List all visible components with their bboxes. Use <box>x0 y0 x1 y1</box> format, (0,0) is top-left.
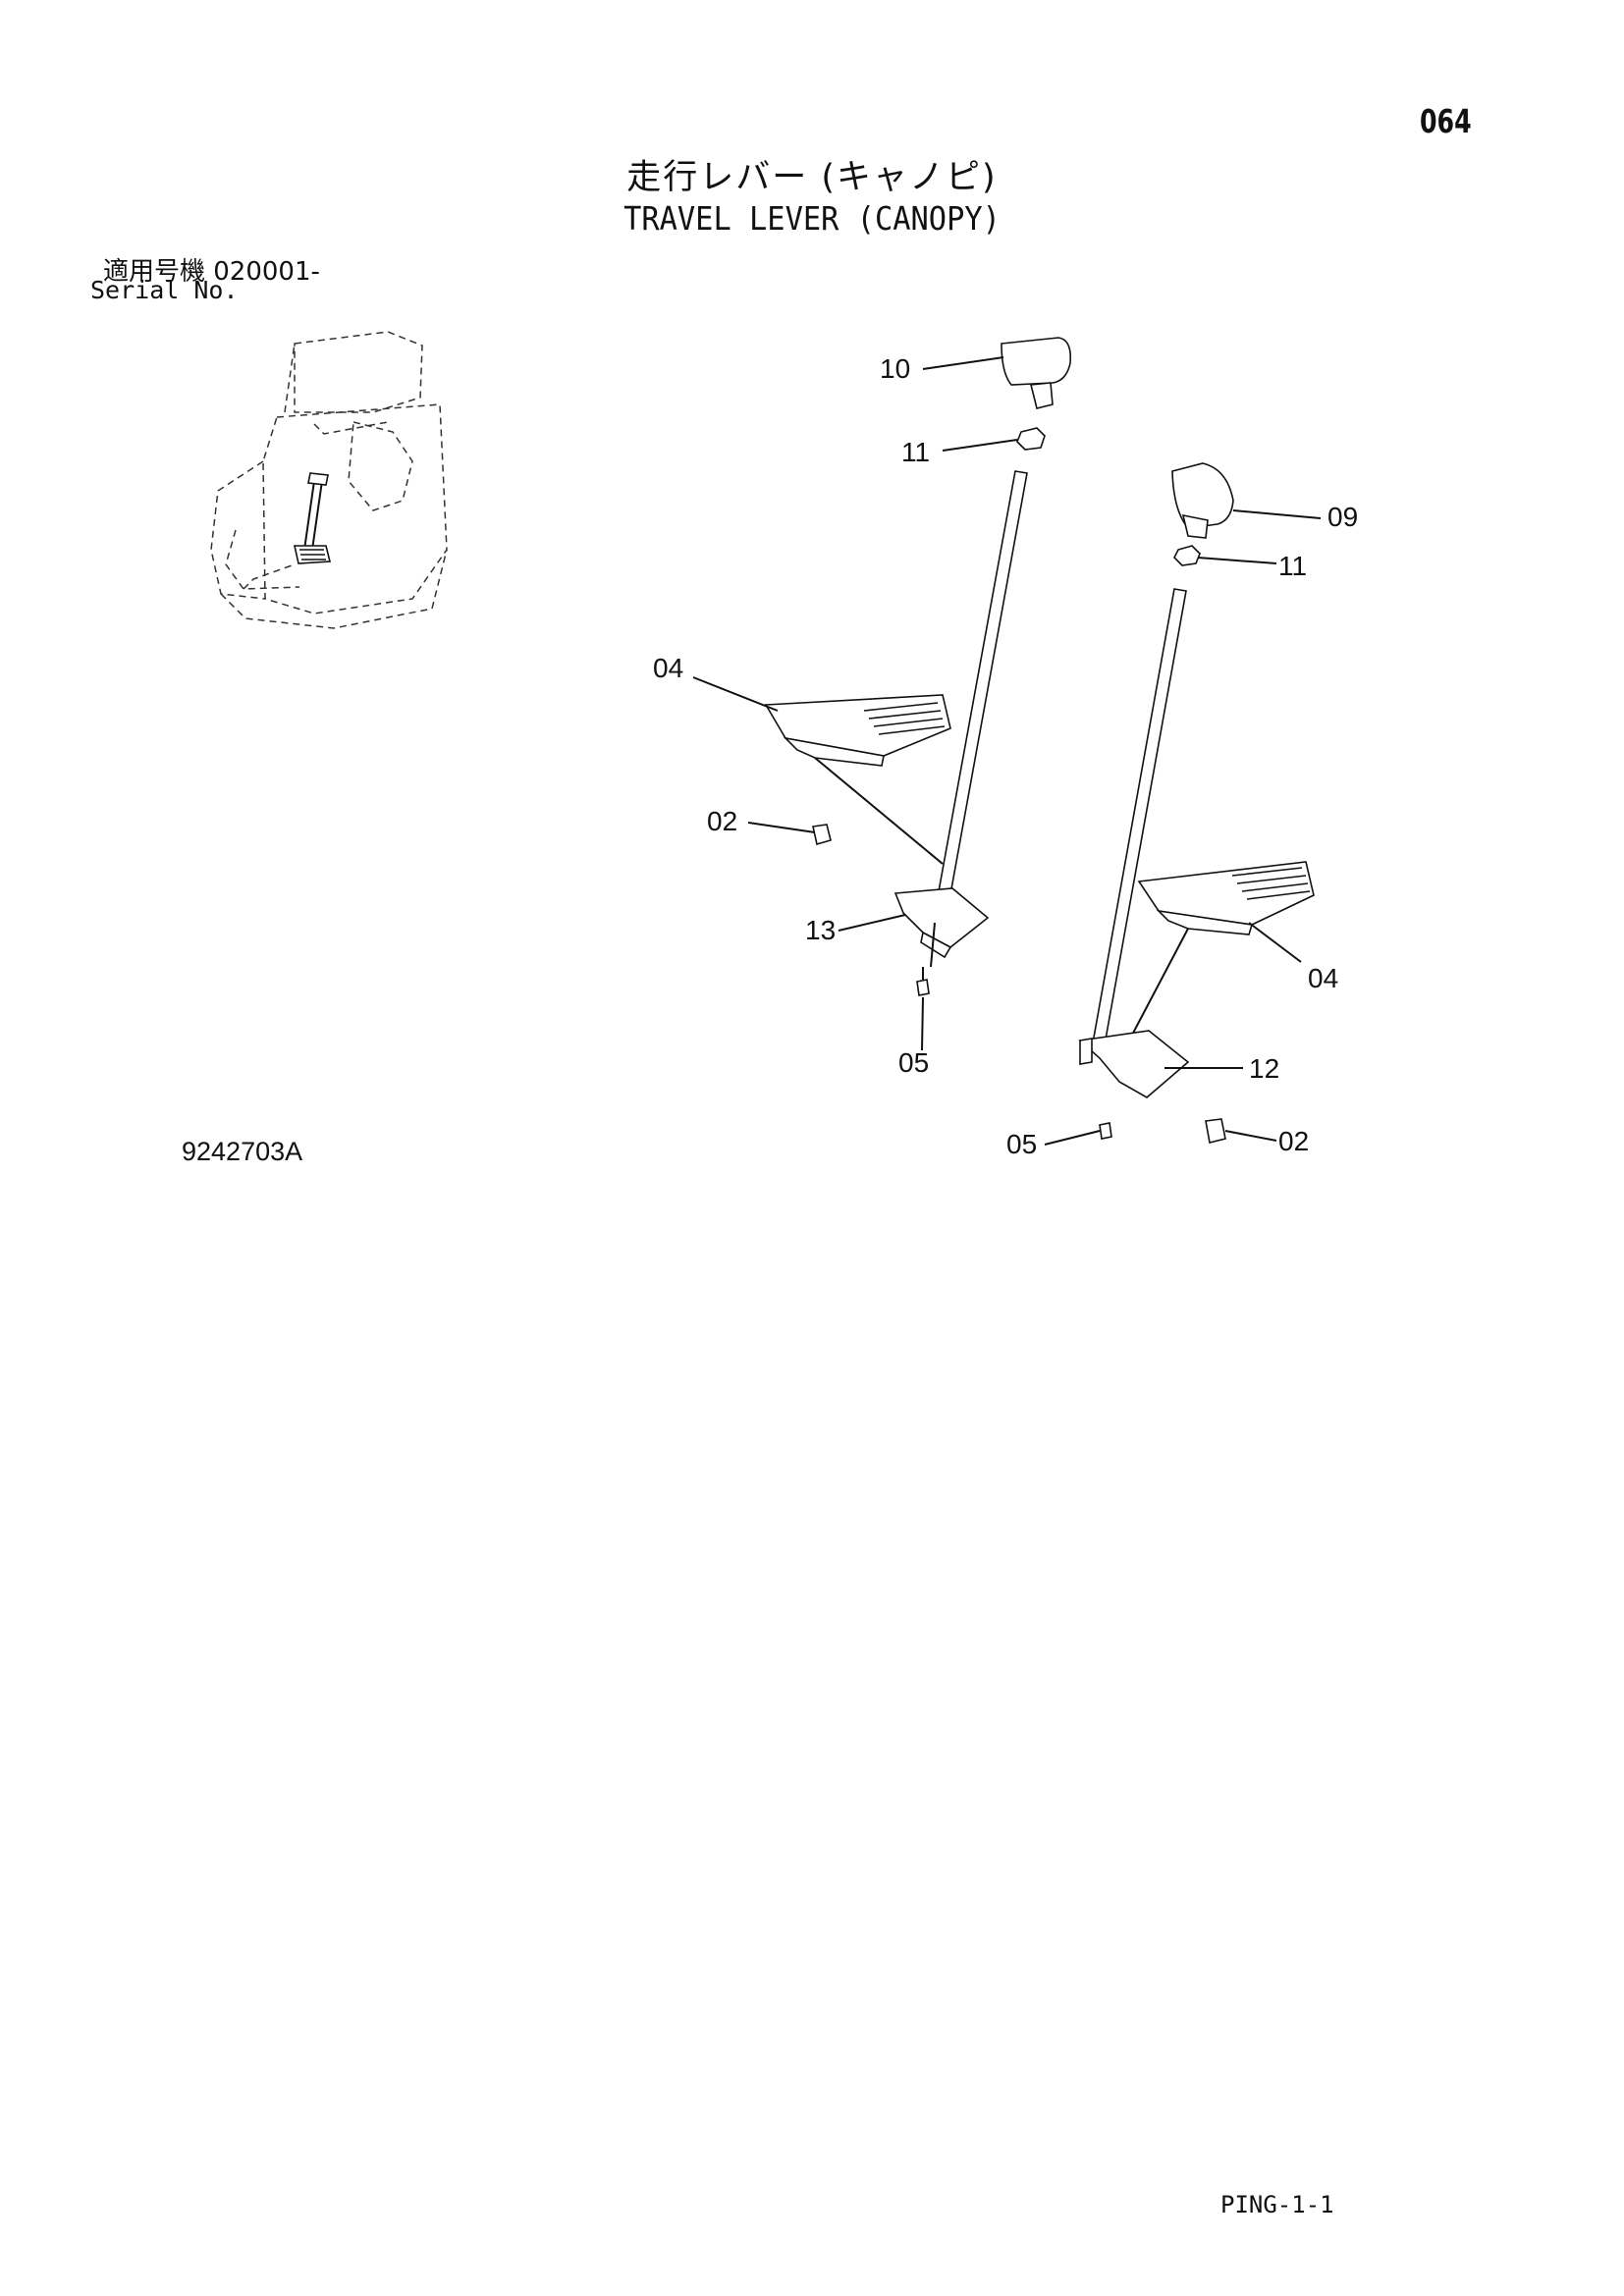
callout-02: 02 <box>707 806 737 836</box>
leader-lines <box>692 356 1322 1146</box>
right-lever-assembly <box>1078 462 1315 1144</box>
page-title-english: TRAVEL LEVER (CANOPY) <box>623 199 1001 238</box>
page-number: 064 <box>1420 102 1472 140</box>
pedal-part-04-left <box>764 694 951 757</box>
callout-02: 02 <box>1278 1126 1309 1156</box>
callout-10: 10 <box>880 353 910 384</box>
callout-09: 09 <box>1327 502 1358 532</box>
callout-05: 05 <box>1006 1129 1037 1159</box>
callout-04: 04 <box>1308 963 1338 993</box>
callout-12: 12 <box>1249 1053 1279 1084</box>
cab-overview-sketch <box>210 331 448 629</box>
footer-code: PING-1-1 <box>1220 2191 1334 2218</box>
callout-11: 11 <box>901 437 930 467</box>
nut-part-11-right <box>1173 545 1201 566</box>
callout-11: 11 <box>1278 551 1307 581</box>
nut-part-11 <box>1016 427 1046 451</box>
bracket-part-13 <box>893 887 990 948</box>
screw-part-05-left <box>916 979 930 996</box>
callout-05: 05 <box>898 1047 929 1078</box>
serial-label-japanese: 適用号機 020001- <box>103 257 320 287</box>
bolt-part-02-right <box>1205 1118 1226 1144</box>
knob-part-09 <box>1171 462 1234 529</box>
lever-rod-right <box>1091 588 1187 1051</box>
bracket-part-12 <box>1078 1030 1190 1098</box>
screw-part-05-right <box>1099 1122 1112 1140</box>
pedal-part-04-right <box>1137 861 1315 926</box>
knob-part-10 <box>1001 337 1072 386</box>
serial-label-english: Serial No. <box>90 276 239 304</box>
page-title-japanese: 走行レバー (キャノピ) <box>626 158 998 197</box>
drawing-number: 9242703A <box>182 1137 303 1166</box>
callout-13: 13 <box>805 915 836 945</box>
callout-04: 04 <box>653 653 683 683</box>
bolt-part-02-left <box>812 824 832 846</box>
left-lever-assembly <box>764 337 1072 996</box>
